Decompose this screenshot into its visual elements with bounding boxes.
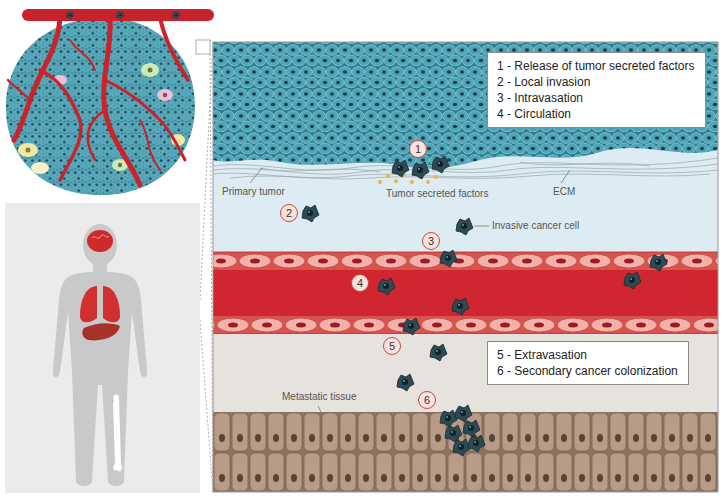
part-label: Tumor secreted factors	[386, 188, 488, 200]
step-text: 1 - Release of tumor secreted factors	[497, 58, 696, 74]
callout-circle: 1	[409, 140, 427, 158]
callout-number: 3	[428, 235, 434, 247]
primary-tumor-figure	[6, 9, 214, 195]
callout-circle: 6	[418, 391, 436, 409]
step-text: 5 - Extravasation	[497, 347, 679, 363]
cancer-cells	[302, 156, 667, 456]
callout-number: 2	[286, 207, 292, 219]
callout-circle: 2	[280, 204, 298, 222]
callout-circle: 4	[351, 274, 369, 292]
part-label: Invasive cancer cell	[492, 220, 579, 232]
callout-number: 6	[424, 394, 430, 406]
zoom-panel	[213, 42, 718, 492]
step-list-box: 5 - Extravasation6 - Secondary cancer co…	[487, 341, 689, 385]
step-text: 4 - Circulation	[497, 106, 696, 122]
step-text: 6 - Secondary cancer colonization	[497, 363, 679, 379]
callout-number: 1	[415, 143, 421, 155]
body-figure	[5, 203, 200, 493]
part-label: Primary tumor	[222, 186, 285, 198]
callout-circle: 3	[422, 232, 440, 250]
part-label: ECM	[553, 186, 575, 198]
step-text: 2 - Local invasion	[497, 74, 696, 90]
zoom-lines	[200, 40, 213, 492]
callout-circle: 5	[383, 337, 401, 355]
step-text: 3 - Intravasation	[497, 90, 696, 106]
callout-number: 4	[357, 277, 363, 289]
step-list-box: 1 - Release of tumor secreted factors2 -…	[487, 52, 706, 128]
part-label: Metastatic tissue	[282, 391, 356, 403]
callout-number: 5	[389, 340, 395, 352]
